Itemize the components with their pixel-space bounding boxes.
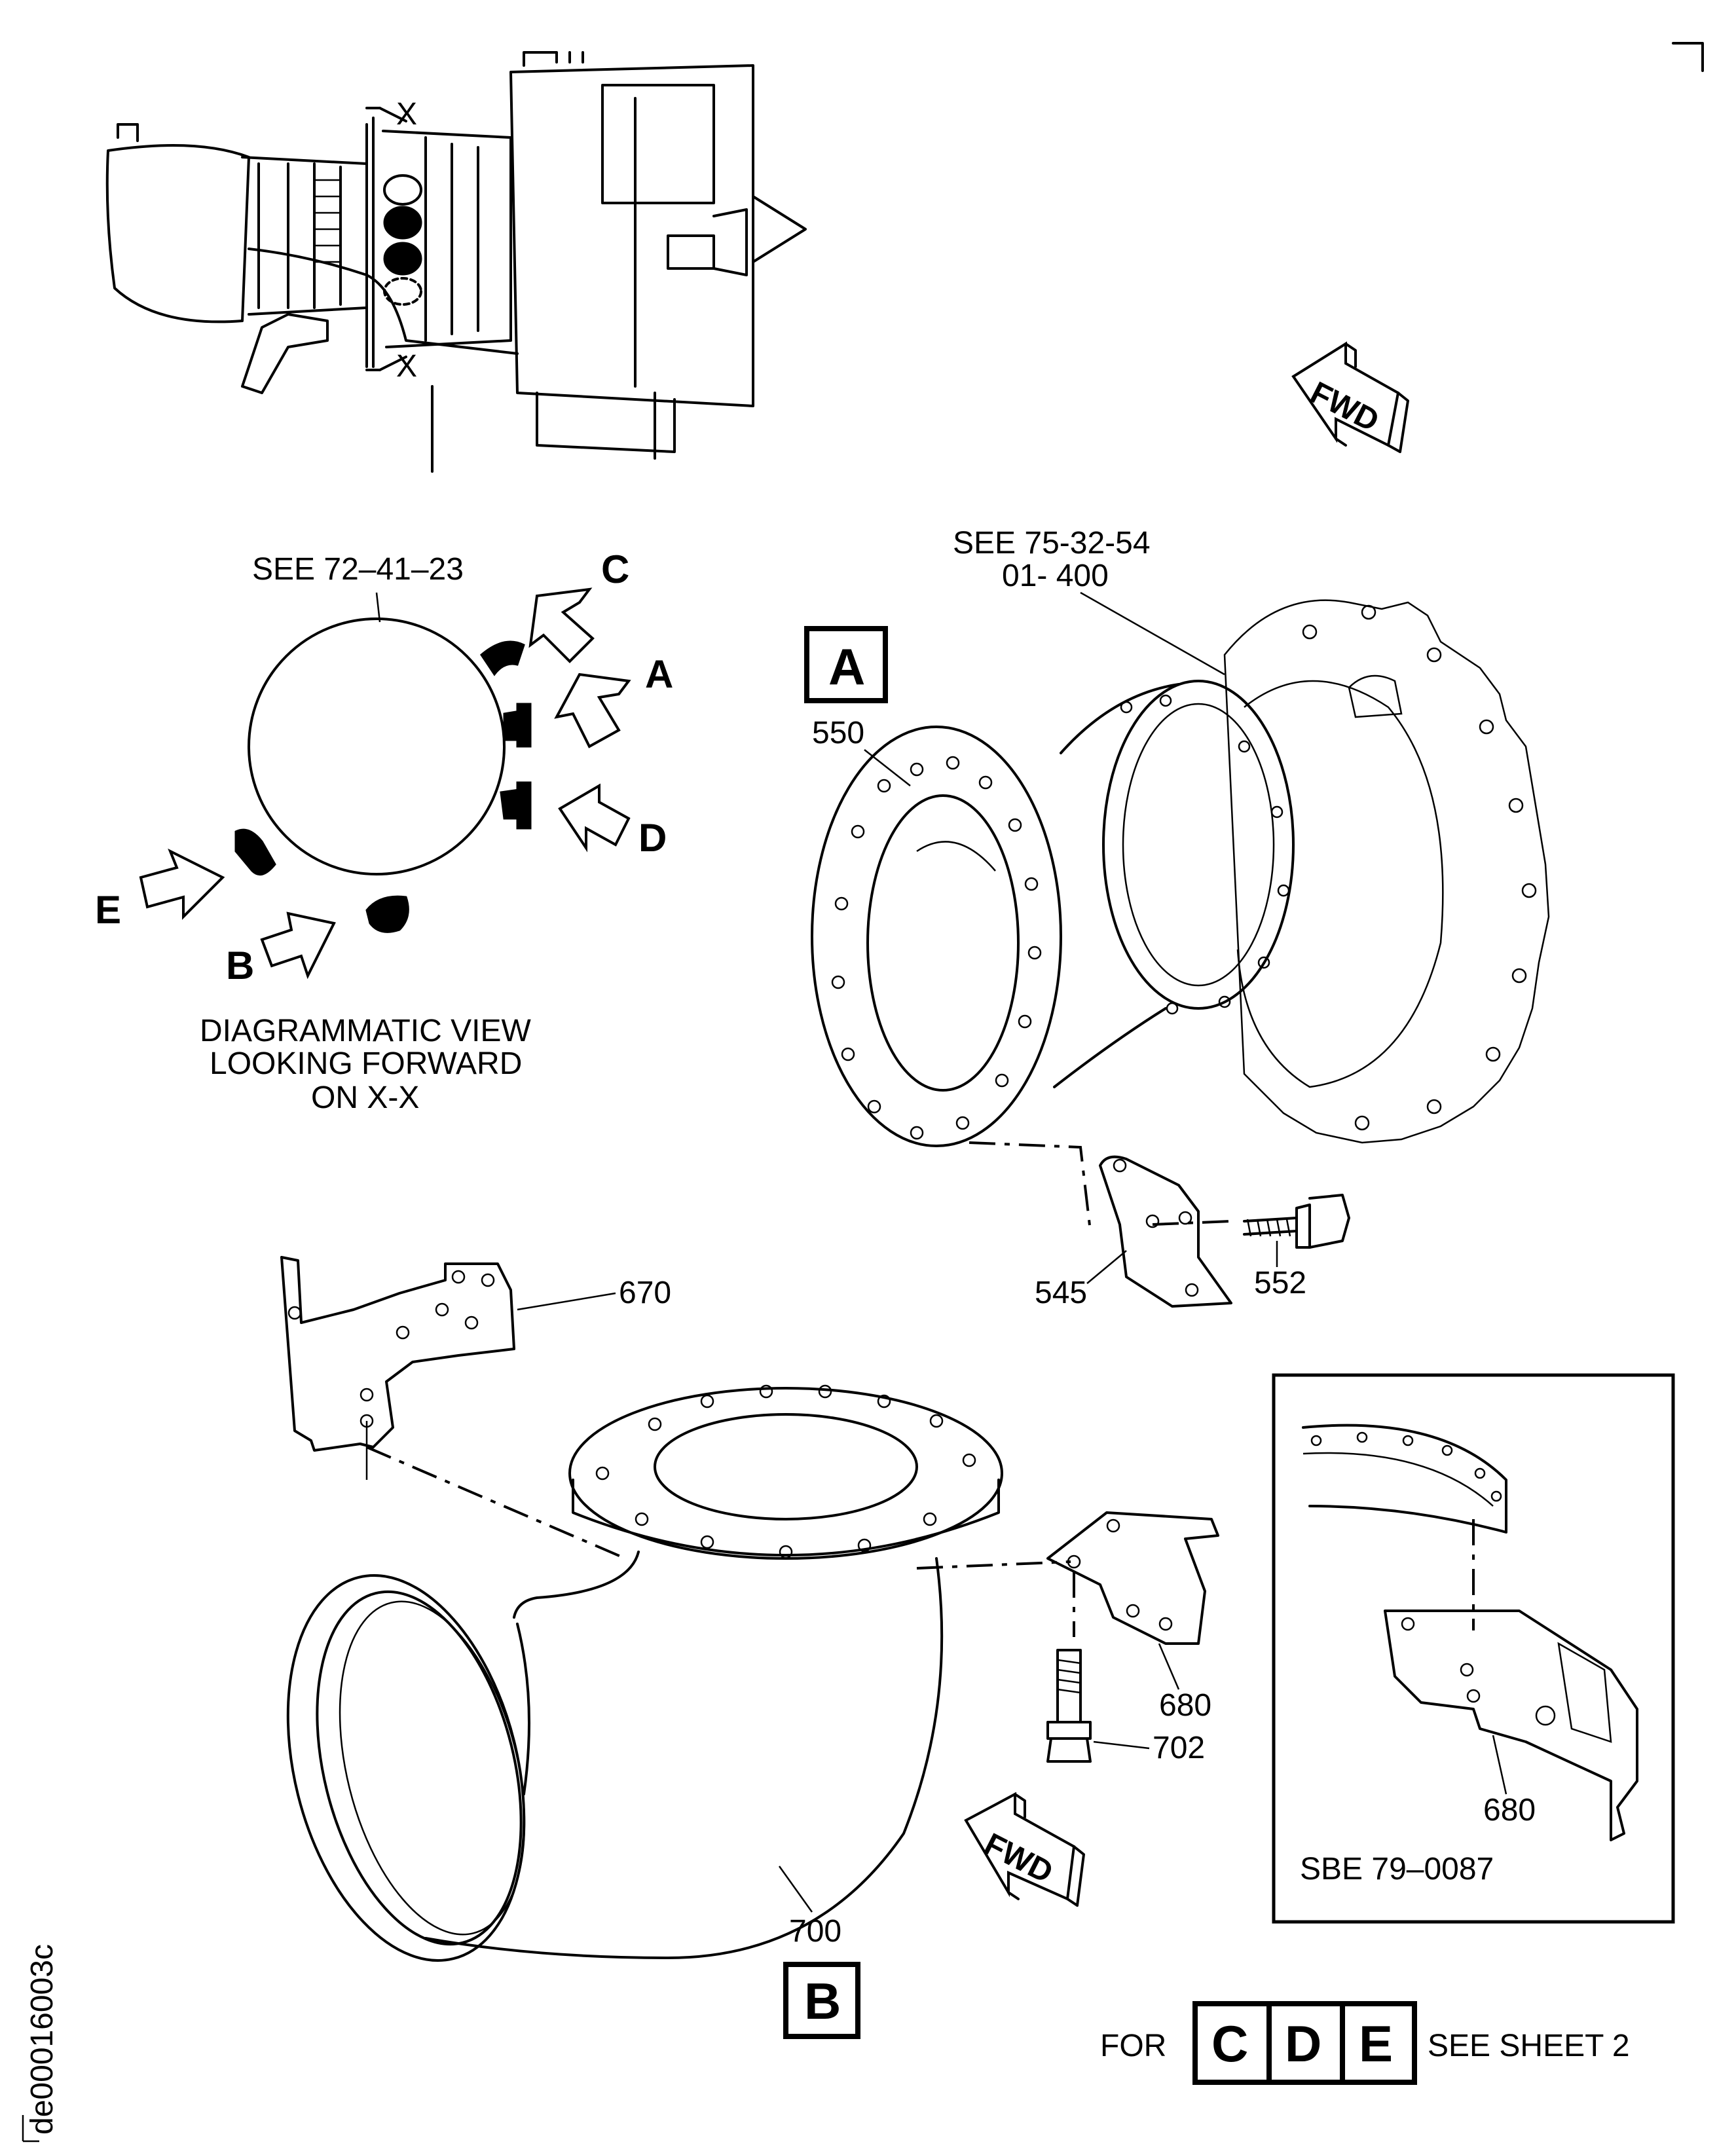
letter-e: E — [95, 888, 121, 932]
view-a: A SEE 75-32-54 01- 400 550 — [804, 526, 1550, 1310]
view-a-reference-2: 01- 400 — [1002, 559, 1109, 593]
inset-note: SBE 79–0087 — [1300, 1852, 1494, 1886]
fitting-d — [500, 781, 532, 830]
caption-line-2: LOOKING FORWARD — [210, 1046, 522, 1081]
arrow-e — [139, 848, 225, 920]
arrow-b — [260, 911, 336, 980]
footer-box-e: E — [1359, 2015, 1393, 2072]
section-x-top: X — [396, 97, 417, 132]
view-b-box — [783, 1962, 860, 2039]
fitting-c — [480, 640, 525, 676]
view-b: 670 700 680 702 — [280, 1256, 1219, 2039]
caption-line-1: DIAGRAMMATIC VIEW — [200, 1014, 531, 1048]
corner-mark — [1672, 42, 1704, 72]
view-a-box-label: A — [828, 638, 865, 695]
diagrammatic-view: SEE 72–41–23 C A D E B DIAGRAMMATIC VIEW… — [95, 547, 673, 1115]
arrow-c — [528, 587, 595, 663]
letter-d: D — [638, 816, 667, 860]
letter-b: B — [226, 944, 254, 987]
footer-reference: FOR C D E SEE SHEET 2 — [1100, 2001, 1630, 2085]
engine-side-view: X X — [105, 51, 807, 473]
view-b-box-label: B — [804, 1972, 841, 2030]
footer-box-d: D — [1285, 2015, 1321, 2072]
footer-prefix: FOR — [1100, 2029, 1166, 2063]
callout-552: 552 — [1254, 1266, 1306, 1300]
callout-550: 550 — [812, 716, 864, 750]
callout-545: 545 — [1035, 1276, 1087, 1310]
caption-line-3: ON X-X — [311, 1080, 419, 1115]
callout-680: 680 — [1159, 1688, 1211, 1723]
fitting-a — [503, 703, 532, 748]
letter-a: A — [645, 652, 673, 696]
section-x-bottom: X — [396, 349, 417, 384]
inset-callout-680: 680 — [1483, 1793, 1536, 1828]
footer-box-c: C — [1211, 2015, 1248, 2072]
callout-700: 700 — [789, 1914, 841, 1949]
fitting-e — [234, 828, 276, 876]
inset-panel: 680 SBE 79–0087 — [1272, 1373, 1675, 1924]
fitting-b — [365, 895, 409, 933]
figure-id: de00016003c — [25, 1944, 60, 2135]
callout-670: 670 — [619, 1276, 671, 1310]
letter-c: C — [601, 547, 629, 591]
footer-suffix: SEE SHEET 2 — [1428, 2029, 1630, 2063]
callout-702: 702 — [1153, 1731, 1205, 1765]
fwd-arrow-bottom — [964, 1792, 1076, 1901]
arrow-d — [558, 783, 631, 853]
fwd-arrow-top: FWD — [1291, 341, 1409, 453]
view-a-reference-1: SEE 75-32-54 — [953, 526, 1151, 561]
diagram-reference: SEE 72–41–23 — [252, 552, 464, 587]
view-a-box — [804, 626, 888, 703]
arrow-a — [554, 672, 631, 748]
